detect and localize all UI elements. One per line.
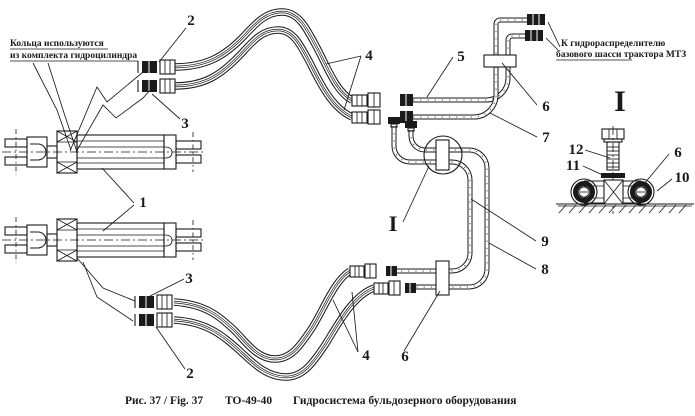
detail-bolt-shaft [606, 141, 620, 171]
pipe-upper-to-tractor [413, 33, 525, 103]
caption-title: Гидросистема бульдозерного оборудования [293, 395, 516, 407]
figure-caption: Рис. 37 / Fig. 37 ТО-49-40 Гидросистема … [125, 395, 516, 407]
leader-lines [32, 21, 561, 370]
part-label-1: 1 [139, 195, 147, 211]
hose-bottom-upper [173, 267, 353, 363]
part-label-6-top: 6 [542, 99, 550, 115]
part-label-2-bottom: 2 [186, 366, 194, 382]
note-tractor: К гидрораспределителю базового шасси тра… [556, 39, 686, 61]
hose-top-upper [173, 8, 354, 104]
caption-fig: Рис. 37 / Fig. 37 [125, 395, 203, 407]
caption-code: ТО-49-40 [225, 395, 272, 407]
note-rings: Кольца используются из комплекта гидроци… [10, 39, 138, 62]
clamp-top [483, 54, 517, 68]
pipe-stub-caps [388, 117, 417, 132]
hose-bottom-lower [173, 284, 376, 381]
pipe-right-inner-9 [391, 126, 473, 274]
part-label-8: 8 [541, 262, 549, 278]
hose-top-lower [173, 26, 354, 121]
pipe-lower-to-tractor [413, 17, 527, 120]
note-tractor-line1: К гидрораспределителю [561, 39, 665, 49]
part-label-9: 9 [541, 234, 549, 250]
hose-pipe-couplings-lower [349, 263, 416, 296]
detail-washer [601, 173, 625, 178]
clamp-middle [435, 139, 450, 171]
part-label-3-top: 3 [181, 116, 189, 132]
part-label-4-top: 4 [365, 48, 373, 64]
part-label-4-bottom: 4 [362, 348, 370, 364]
ground-hatching [558, 204, 687, 214]
union-group-top [137, 59, 176, 94]
part-label-2-top: 2 [187, 13, 195, 29]
hydraulic-cylinder-top [2, 129, 206, 175]
note-rings-line1: Кольца используются [10, 39, 104, 49]
hydraulic-cylinder-bottom [2, 217, 206, 263]
detail-view-I [556, 126, 694, 214]
note-tractor-line2: базового шасси трактора МТЗ [556, 49, 686, 60]
detail-callout-label: I [389, 211, 398, 236]
part-labels: 1 2 3 4 5 6 7 9 8 3 2 4 6 12 11 6 10 I I [139, 13, 689, 382]
part-label-11: 11 [566, 158, 580, 174]
part-label-3-bottom: 3 [185, 271, 193, 287]
clamp-bottom [435, 260, 450, 296]
detail-callout-circle [423, 135, 463, 175]
note-rings-line2: из комплекта гидроцилиндра [10, 51, 137, 61]
detail-view-title: I [614, 85, 626, 118]
part-label-10: 10 [675, 170, 690, 186]
union-group-bottom [134, 294, 173, 328]
hose-pipe-couplings-middle [351, 92, 413, 125]
tractor-connection-fittings [525, 14, 545, 41]
part-label-5: 5 [457, 49, 465, 65]
part-label-7: 7 [542, 130, 550, 146]
pipe-right-outer-8 [408, 130, 490, 290]
part-label-12: 12 [569, 142, 584, 158]
part-label-6-detail: 6 [674, 145, 682, 161]
part-label-6-bottom: 6 [401, 349, 409, 365]
